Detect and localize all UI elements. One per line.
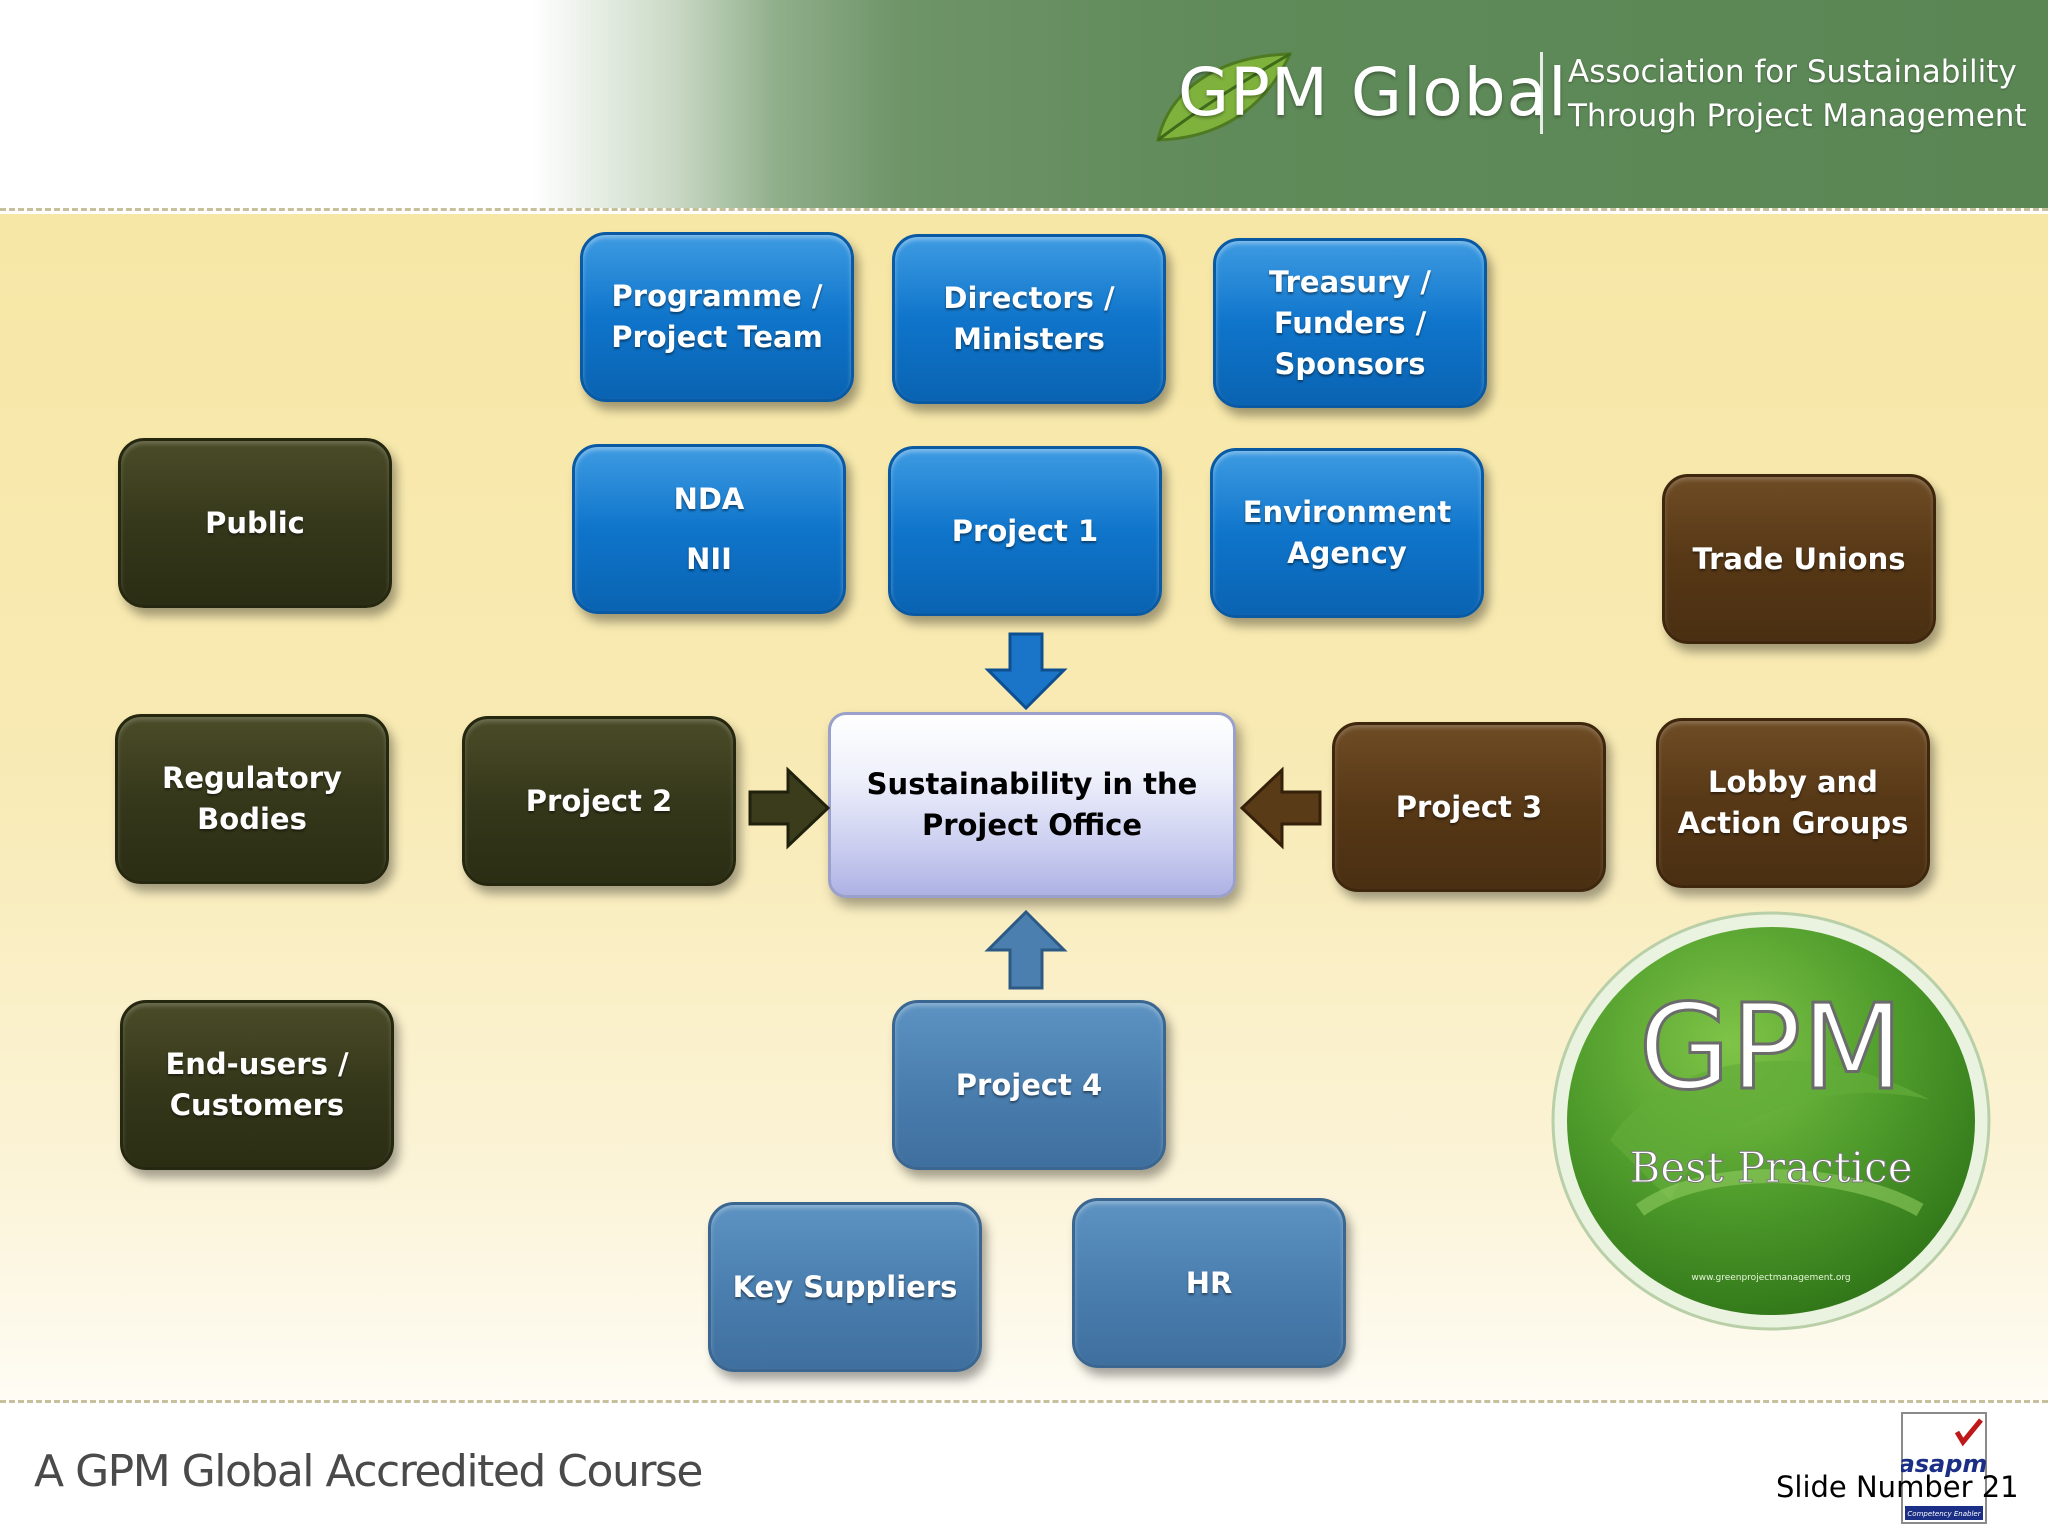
box-label: Project 2 <box>525 783 673 818</box>
box-end-users-customers: End-users / Customers <box>120 1000 394 1170</box>
badge-url: www.greenprojectmanagement.org <box>1691 1273 1850 1283</box>
box-label: NDA NII <box>673 482 745 576</box>
box-label: Directors / Ministers <box>943 281 1115 356</box>
box-label: Environment Agency <box>1242 495 1452 570</box>
box-project-4: Project 4 <box>892 1000 1166 1170</box>
arrow-up-icon <box>984 909 1068 990</box>
box-label: Project 1 <box>951 513 1099 548</box>
box-label: End-users / Customers <box>165 1047 349 1122</box>
badge-subtitle: Best Practice <box>1629 1143 1912 1192</box>
box-label: Key Suppliers <box>732 1269 958 1304</box>
box-label: Public <box>205 505 305 540</box>
box-treasury-funders-sponsors: Treasury / Funders / Sponsors <box>1213 238 1487 408</box>
logo-divider <box>1540 52 1543 134</box>
logo-tagline: Association for Sustainability Through P… <box>1568 50 2027 138</box>
arrow-down-icon <box>984 632 1068 711</box>
box-label: Project 4 <box>955 1067 1103 1102</box>
slide-number: Slide Number 21 <box>1776 1470 2019 1504</box>
tagline-line-1: Association for Sustainability <box>1568 54 2017 90</box>
leaf-icon <box>1156 52 1293 142</box>
box-label: Lobby and Action Groups <box>1677 765 1909 840</box>
box-programme-project-team: Programme / Project Team <box>580 232 854 402</box>
box-trade-unions: Trade Unions <box>1662 474 1936 644</box>
box-directors-ministers: Directors / Ministers <box>892 234 1166 404</box>
box-label: Regulatory Bodies <box>162 761 342 836</box>
slide-header: GPM Global Association for Sustainabilit… <box>0 0 2048 208</box>
box-project-2: Project 2 <box>462 716 736 886</box>
logo-wordmark: GPM Global <box>1178 54 1568 131</box>
box-label: Programme / Project Team <box>611 279 823 354</box>
box-project-1: Project 1 <box>888 446 1162 616</box>
box-environment-agency: Environment Agency <box>1210 448 1484 618</box>
box-label: HR <box>1185 1265 1233 1300</box>
footer-course-label: A GPM Global Accredited Course <box>34 1446 703 1497</box>
box-public: Public <box>118 438 392 608</box>
footer-divider <box>0 1400 2048 1403</box>
arrow-left-icon <box>1239 766 1322 850</box>
gpm-global-logo: GPM Global Association for Sustainabilit… <box>1150 40 2030 150</box>
header-divider <box>0 208 2048 211</box>
gpm-best-practice-badge: GPM Best Practice www.greenprojectmanage… <box>1551 911 1991 1331</box>
box-sustainability-project-office: Sustainability in the Project Office <box>828 712 1236 898</box>
box-nda-nii: NDA NII <box>572 444 846 614</box>
box-label: Sustainability in the Project Office <box>866 767 1198 842</box>
asapm-wordmark: asapm <box>1901 1450 1987 1478</box>
asapm-logo: asapm Competency Enabler <box>1901 1412 1987 1524</box>
box-key-suppliers: Key Suppliers <box>708 1202 982 1372</box>
tagline-line-2: Through Project Management <box>1568 98 2027 134</box>
box-label: Trade Unions <box>1692 541 1906 576</box>
badge-title: GPM <box>1639 978 1903 1116</box>
asapm-tagline: Competency Enabler <box>1907 1510 1981 1518</box>
box-regulatory-bodies: Regulatory Bodies <box>115 714 389 884</box>
box-label: Project 3 <box>1395 789 1543 824</box>
box-lobby-action-groups: Lobby and Action Groups <box>1656 718 1930 888</box>
box-project-3: Project 3 <box>1332 722 1606 892</box>
arrow-right-icon <box>748 766 831 850</box>
box-hr: HR <box>1072 1198 1346 1368</box>
box-label: Treasury / Funders / Sponsors <box>1269 264 1431 381</box>
